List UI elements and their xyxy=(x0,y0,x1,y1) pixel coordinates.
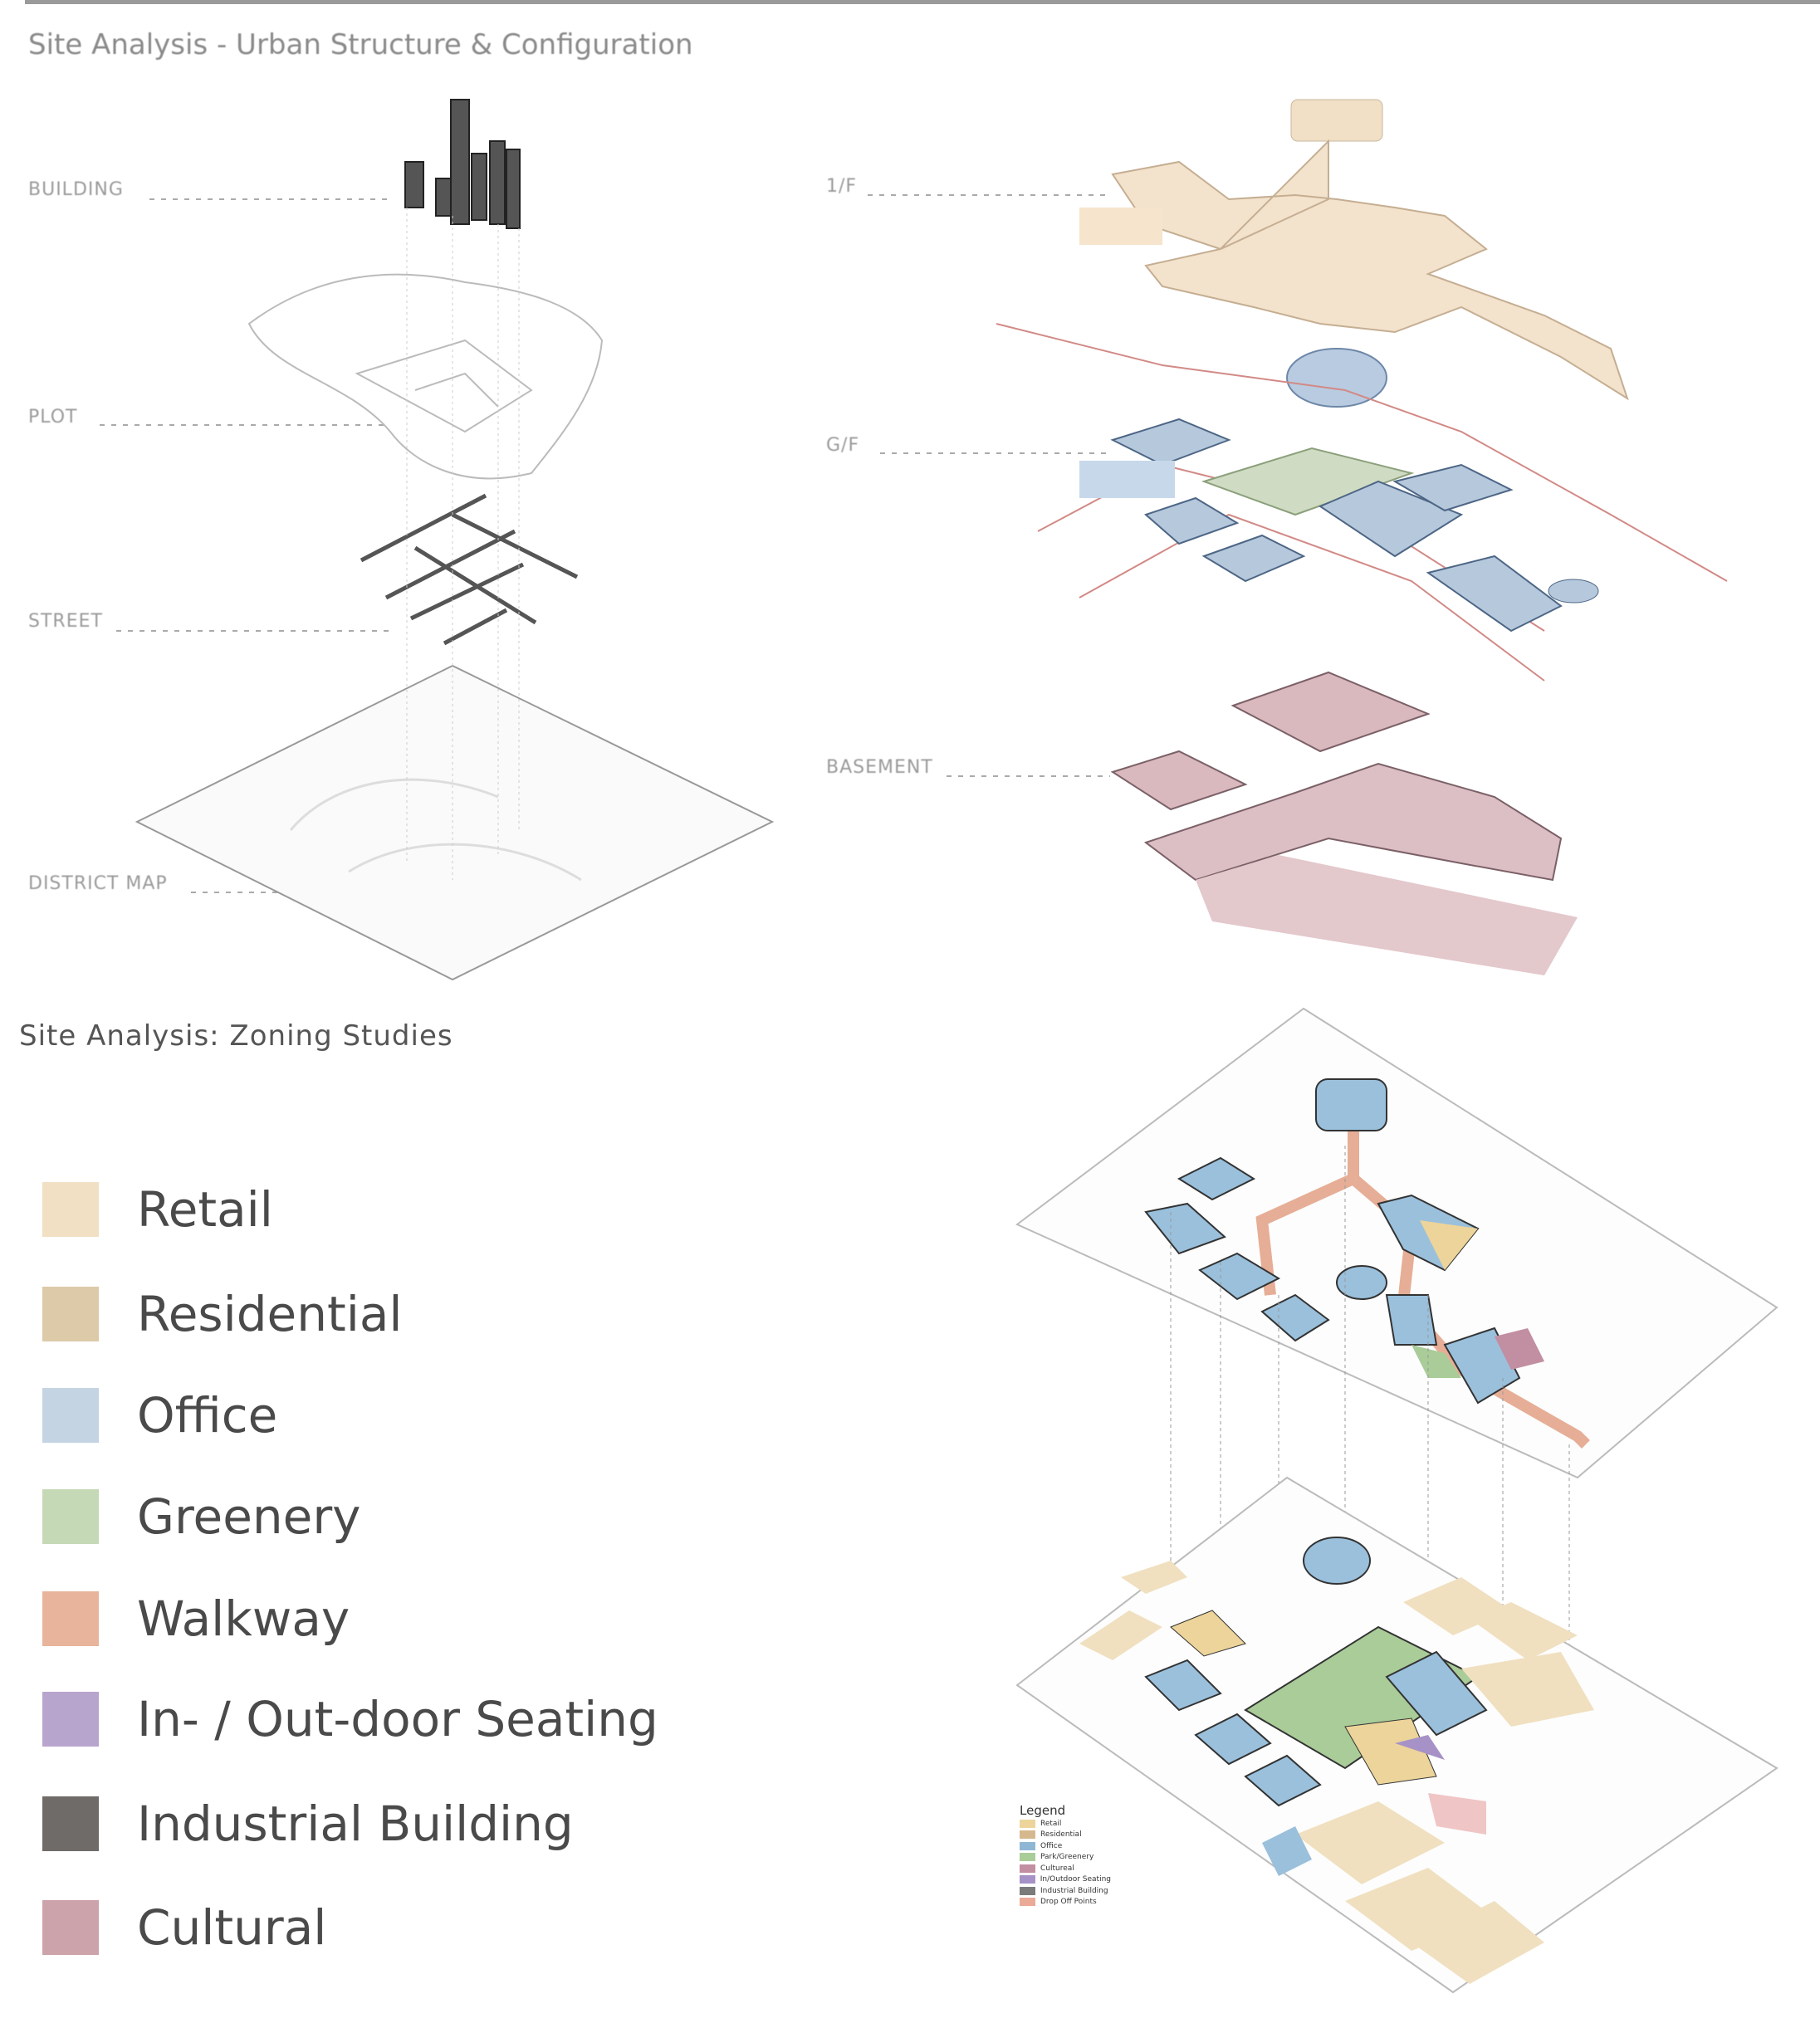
legend-label: Industrial Building xyxy=(137,1796,574,1852)
page-title: Site Analysis - Urban Structure & Config… xyxy=(28,28,693,61)
mini-legend-item: Industrial Building xyxy=(1020,1885,1111,1897)
mini-swatch xyxy=(1020,1898,1035,1907)
mini-swatch xyxy=(1020,1853,1035,1862)
district-map-layer xyxy=(135,664,775,981)
label-building: BUILDING xyxy=(28,179,124,200)
mini-legend-label: Residential xyxy=(1040,1830,1082,1840)
legend-swatch-office xyxy=(42,1388,99,1443)
street-layer xyxy=(360,493,579,646)
legend-item: Office xyxy=(42,1386,277,1444)
mini-legend-label: Office xyxy=(1040,1841,1063,1850)
mini-legend-label: In/Outdoor Seating xyxy=(1040,1875,1111,1884)
zoning-upper-plan xyxy=(1015,1007,1778,1479)
label-street: STREET xyxy=(28,611,103,632)
legend-label: In- / Out-door Seating xyxy=(137,1691,658,1747)
label-district-map: DISTRICT MAP xyxy=(28,873,168,894)
zoning-lower-plan xyxy=(1015,1476,1778,1994)
mini-legend-item: Park/Greenery xyxy=(1020,1852,1111,1864)
legend-swatch-residential xyxy=(42,1287,99,1341)
legend-item: Industrial Building xyxy=(42,1795,574,1853)
mini-swatch xyxy=(1020,1864,1035,1873)
ground-floor-layer xyxy=(996,323,1728,682)
legend-swatch-seating xyxy=(42,1692,99,1747)
mini-swatch xyxy=(1020,1841,1035,1850)
legend-swatch-retail xyxy=(42,1182,99,1237)
label-plot: PLOT xyxy=(28,407,78,428)
mini-legend-title: Legend xyxy=(1020,1803,1066,1818)
legend-item: Cultural xyxy=(42,1898,326,1957)
legend-swatch-greenery xyxy=(42,1489,99,1544)
mini-swatch xyxy=(1020,1819,1035,1828)
mini-legend-item: Cultureal xyxy=(1020,1863,1111,1874)
mini-legend-item: Drop Off Points xyxy=(1020,1897,1111,1908)
zoning-title: Site Analysis: Zoning Studies xyxy=(19,1019,453,1053)
label-basement: BASEMENT xyxy=(826,757,933,778)
mini-legend-label: Drop Off Points xyxy=(1040,1898,1097,1907)
mini-swatch xyxy=(1020,1875,1035,1884)
mini-legend-item: In/Outdoor Seating xyxy=(1020,1874,1111,1886)
legend-item: Residential xyxy=(42,1285,402,1343)
plot-layer xyxy=(247,273,604,480)
legend-item: Retail xyxy=(42,1180,273,1239)
mini-swatch xyxy=(1020,1886,1035,1895)
legend-item: Walkway xyxy=(42,1590,350,1648)
top-divider xyxy=(25,0,1820,4)
legend-item: In- / Out-door Seating xyxy=(42,1690,658,1748)
legend-swatch-cultural xyxy=(42,1900,99,1955)
legend-label: Office xyxy=(137,1387,278,1444)
mini-legend-label: Industrial Building xyxy=(1040,1886,1108,1895)
mini-legend-item: Retail xyxy=(1020,1818,1111,1830)
legend-label: Cultural xyxy=(137,1899,327,1956)
mini-legend: Legend Retail Residential Office Park/Gr… xyxy=(1020,1803,1111,1908)
mini-swatch xyxy=(1020,1830,1035,1840)
mini-legend-label: Retail xyxy=(1040,1819,1062,1828)
mini-legend-label: Cultureal xyxy=(1040,1864,1074,1873)
legend-label: Greenery xyxy=(137,1488,361,1545)
legend-label: Retail xyxy=(137,1181,273,1238)
legend-item: Greenery xyxy=(42,1488,361,1546)
label-first-floor: 1/F xyxy=(826,176,858,197)
legend-swatch-walkway xyxy=(42,1591,99,1646)
projection-lines xyxy=(406,208,520,880)
label-ground-floor: G/F xyxy=(826,435,860,456)
building-layer xyxy=(404,99,521,229)
mini-legend-item: Office xyxy=(1020,1840,1111,1852)
mini-legend-item: Residential xyxy=(1020,1830,1111,1841)
legend-label: Walkway xyxy=(137,1591,350,1647)
legend-swatch-industrial xyxy=(42,1796,99,1851)
first-floor-layer xyxy=(1079,99,1629,408)
legend-label: Residential xyxy=(137,1286,403,1342)
mini-legend-label: Park/Greenery xyxy=(1040,1853,1094,1862)
basement-layer xyxy=(1110,671,1578,975)
